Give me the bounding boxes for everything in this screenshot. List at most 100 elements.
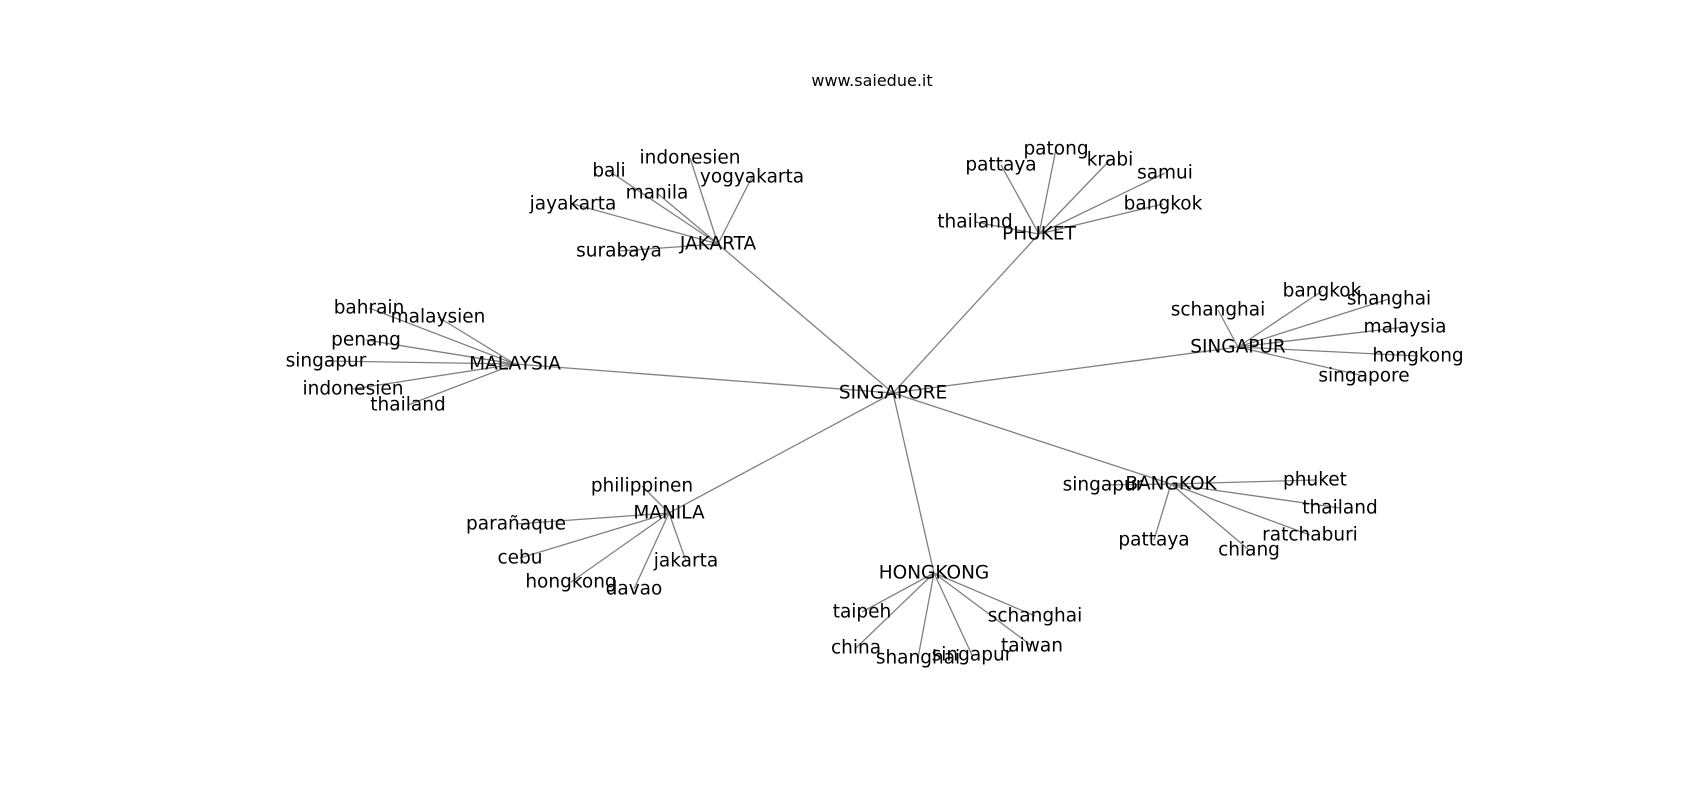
edge-malaysia-thailand (407, 363, 516, 406)
edge-bangkok-ratchaburi (1170, 483, 1311, 536)
edge-hongkong-china (855, 572, 935, 649)
edge-malaysia-bahrain (368, 307, 516, 365)
leaf-label-phuket-patong: patong (1023, 139, 1088, 160)
edge-malaysia-indonesien (352, 363, 516, 390)
edge-singapore-phuket (892, 233, 1040, 394)
edge-singapur-shanghai (1237, 298, 1390, 348)
leaf-label-phuket-bangkok: bangkok (1124, 194, 1203, 215)
leaf-label-bangkok-ratchaburi: ratchaburi (1262, 525, 1358, 546)
leaf-label-jakarta-surabaya: surabaya (576, 241, 662, 262)
edge-singapore-jakarta (717, 243, 894, 394)
leaf-label-jakarta-yogyakarta: yogyakarta (700, 167, 804, 188)
leaf-label-malaysia-malaysien: malaysien (391, 307, 486, 328)
edge-phuket-thailand (974, 221, 1040, 235)
edge-manila-davao (633, 512, 670, 590)
leaf-label-manila-philippinen: philippinen (591, 476, 693, 497)
edge-jakarta-yogyakarta (717, 176, 753, 245)
edge-phuket-bangkok (1038, 203, 1164, 235)
leaf-label-manila-hongkong: hongkong (525, 572, 616, 593)
edge-phuket-patong (1038, 148, 1057, 235)
edge-malaysia-penang (365, 339, 516, 365)
hub-label-hongkong: HONGKONG (879, 563, 990, 584)
leaf-label-singapur-hongkong: hongkong (1372, 346, 1463, 367)
leaf-label-malaysia-indonesien: indonesien (303, 379, 404, 400)
center-node-label: SINGAPORE (839, 383, 947, 404)
leaf-label-bangkok-pattaya: pattaya (1118, 530, 1189, 551)
leaf-label-singapur-schanghai: schanghai (1171, 300, 1266, 321)
edge-singapore-hongkong (892, 392, 935, 574)
edge-bangkok-chiang (1170, 483, 1250, 551)
leaf-label-jakarta-indonesien: indonesien (640, 148, 741, 169)
leaf-label-malaysia-penang: penang (331, 330, 401, 351)
leaf-label-malaysia-bahrain: bahrain (334, 298, 405, 319)
edge-manila-paranaque (515, 512, 670, 525)
hub-label-singapur: SINGAPUR (1190, 337, 1286, 358)
edge-singapore-bangkok (892, 392, 1172, 485)
leaf-label-phuket-pattaya: pattaya (965, 155, 1036, 176)
leaf-label-hongkong-taiwan: taiwan (1001, 636, 1063, 657)
edge-singapur-malaysia (1237, 326, 1406, 348)
edge-malaysia-singapur (325, 360, 516, 365)
edge-manila-hongkong (570, 512, 670, 583)
leaf-label-phuket-krabi: krabi (1087, 150, 1134, 171)
edges (325, 148, 1419, 659)
edge-hongkong-singapur (933, 572, 973, 656)
hub-label-manila: MANILA (633, 503, 705, 524)
leaf-label-hongkong-china: china (831, 638, 881, 659)
site-title: www.saiedue.it (811, 71, 933, 90)
edge-hongkong-shanghai (917, 572, 935, 659)
leaf-label-singapur-bangkok: bangkok (1283, 281, 1362, 302)
leaf-label-singapur-singapore: singapore (1318, 366, 1409, 387)
leaf-label-bangkok-thailand: thailand (1302, 498, 1377, 519)
edge-malaysia-malaysien (437, 316, 516, 365)
edge-bangkok-singapur (1102, 483, 1172, 486)
edge-jakarta-surabaya (618, 243, 719, 252)
leaf-label-malaysia-singapur: singapur (286, 351, 367, 372)
leaf-label-hongkong-schanghai: schanghai (988, 606, 1083, 627)
leaf-label-hongkong-taipeh: taipeh (833, 602, 892, 623)
edge-singapore-singapur (892, 346, 1239, 394)
leaf-label-hongkong-shanghai: shanghai (876, 648, 960, 669)
edge-jakarta-manila (656, 192, 719, 245)
edge-phuket-pattaya (1000, 164, 1040, 235)
edge-hongkong-schanghai (933, 572, 1036, 617)
leaf-label-phuket-thailand: thailand (937, 212, 1012, 233)
edge-bangkok-thailand (1170, 483, 1341, 509)
edge-manila-jakarta (668, 512, 687, 562)
leaf-label-manila-jakarta: jakarta (653, 551, 718, 572)
edge-singapur-singapore (1237, 346, 1365, 377)
edge-singapore-malaysia (514, 363, 894, 394)
edge-manila-philippinen (641, 485, 670, 514)
edge-jakarta-bali (608, 170, 719, 245)
leaf-label-manila-paranaque: parañaque (466, 514, 566, 535)
leaf-label-bangkok-phuket: phuket (1283, 470, 1347, 491)
edge-singapore-manila (668, 392, 894, 514)
edge-hongkong-taipeh (861, 572, 935, 613)
edge-singapur-bangkok (1237, 290, 1323, 348)
edge-hongkong-taiwan (933, 572, 1033, 647)
leaf-label-singapur-malaysia: malaysia (1364, 317, 1447, 338)
leaf-label-malaysia-thailand: thailand (370, 395, 445, 416)
hub-label-malaysia: MALAYSIA (469, 354, 561, 375)
leaf-label-jakarta-manila: manila (626, 183, 689, 204)
leaf-label-jakarta-jayakarta: jayakarta (529, 194, 617, 215)
edge-manila-cebu (519, 512, 670, 559)
edge-phuket-samui (1038, 172, 1166, 235)
edge-singapur-schanghai (1217, 309, 1239, 348)
edge-singapur-hongkong (1237, 346, 1419, 357)
leaf-label-jakarta-bali: bali (592, 161, 625, 182)
leaf-label-hongkong-singapur: singapur (932, 645, 1013, 666)
leaf-label-bangkok-singapur: singapur (1063, 475, 1144, 496)
leaf-label-manila-cebu: cebu (497, 548, 542, 569)
leaf-label-phuket-samui: samui (1137, 163, 1193, 184)
edge-bangkok-phuket (1170, 479, 1316, 485)
leaf-label-bangkok-chiang: chiang (1218, 540, 1280, 561)
edge-jakarta-indonesien (689, 157, 719, 245)
leaf-label-manila-davao: davao (606, 579, 663, 600)
edge-jakarta-jayakarta (572, 203, 719, 245)
hub-label-bangkok: BANGKOK (1125, 474, 1217, 495)
leaf-label-singapur-shanghai: shanghai (1347, 289, 1431, 310)
edge-bangkok-pattaya (1153, 483, 1172, 541)
